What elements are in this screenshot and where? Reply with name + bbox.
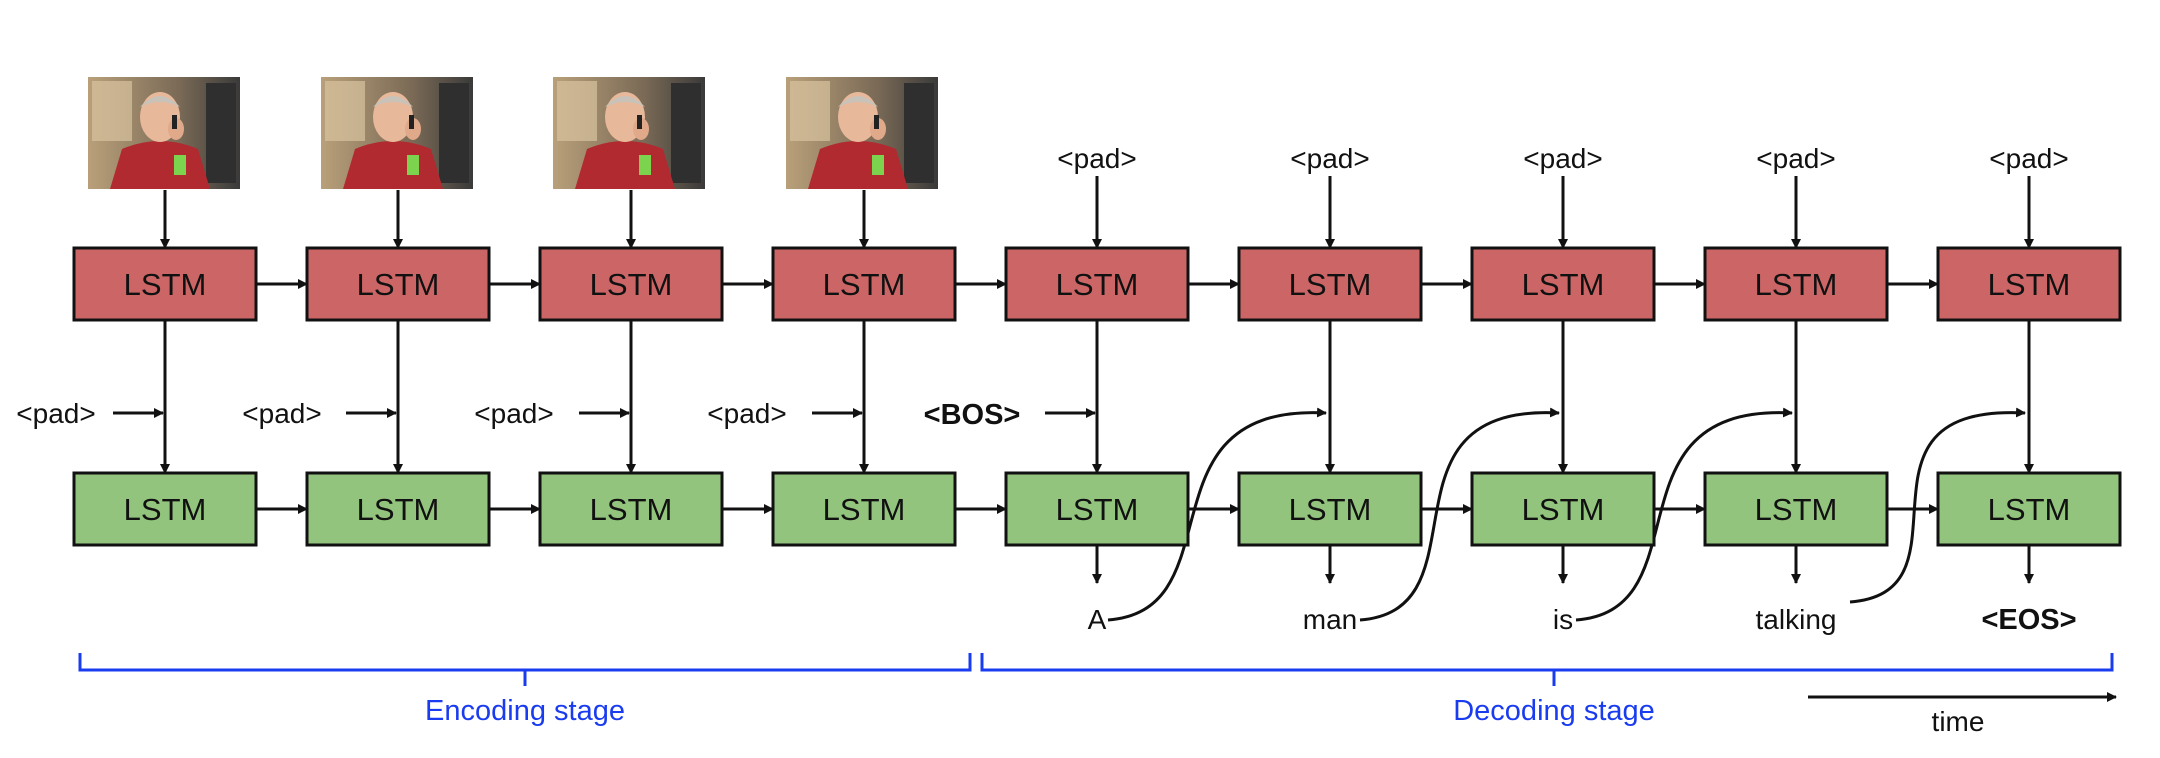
top-lstm-6: LSTM xyxy=(1237,246,1423,322)
top-lstm-4: LSTM xyxy=(771,246,957,322)
bottom-lstm-8: LSTM xyxy=(1703,471,1889,547)
top-lstm-5: LSTM xyxy=(1004,246,1190,322)
bottom-lstm-1: LSTM xyxy=(72,471,258,547)
top-lstm-2: LSTM xyxy=(305,246,491,322)
bottom-lstm-4: LSTM xyxy=(771,471,957,547)
video-frame-3 xyxy=(553,77,705,189)
video-frame-4 xyxy=(786,77,938,189)
top-input-label: <pad> xyxy=(1756,143,1835,174)
top-lstm-3: LSTM xyxy=(538,246,724,322)
lstm-label: LSTM xyxy=(1522,267,1605,302)
video-frame-2 xyxy=(321,77,473,189)
encoding-stage-bracket xyxy=(78,653,972,686)
lstm-label: LSTM xyxy=(1522,492,1605,527)
top-input-label: <pad> xyxy=(1290,143,1369,174)
top-input-label: <pad> xyxy=(1523,143,1602,174)
output-word: A xyxy=(1088,604,1107,635)
lstm-label: LSTM xyxy=(124,267,207,302)
lstm-label: LSTM xyxy=(823,492,906,527)
lstm-label: LSTM xyxy=(1289,492,1372,527)
lstm-label: LSTM xyxy=(590,492,673,527)
output-word: <EOS> xyxy=(1981,604,2076,636)
lstm-label: LSTM xyxy=(1056,267,1139,302)
lstm-label: LSTM xyxy=(1056,492,1139,527)
bottom-lstm-5: LSTM xyxy=(1004,471,1190,547)
bottom-lstm-7: LSTM xyxy=(1470,471,1656,547)
top-lstm-1: LSTM xyxy=(72,246,258,322)
mid-input-label: <pad> xyxy=(474,398,553,429)
top-input-label: <pad> xyxy=(1989,143,2068,174)
output-word: talking xyxy=(1756,604,1837,635)
video-frame-1 xyxy=(88,77,240,189)
lstm-label: LSTM xyxy=(1988,492,2071,527)
top-lstm-9: LSTM xyxy=(1936,246,2122,322)
bottom-lstm-9: LSTM xyxy=(1936,471,2122,547)
bos-label: <BOS> xyxy=(924,399,1021,431)
output-word: is xyxy=(1553,604,1573,635)
decoding-stage-label: Decoding stage xyxy=(1453,695,1655,727)
feedback-arrow xyxy=(1359,407,1560,622)
bottom-lstm-3: LSTM xyxy=(538,471,724,547)
lstm-label: LSTM xyxy=(1988,267,2071,302)
top-input-label: <pad> xyxy=(1057,143,1136,174)
output-word: man xyxy=(1303,604,1357,635)
bottom-lstm-row: LSTM LSTM LSTM LSTM LSTM LSTM LSTM LSTM LSTM xyxy=(72,471,2122,547)
lstm-label: LSTM xyxy=(357,267,440,302)
decoding-stage-bracket xyxy=(980,653,2114,686)
mid-input-labels: <pad> <pad> <pad> <pad> <BOS> xyxy=(16,398,1020,431)
lstm-label: LSTM xyxy=(357,492,440,527)
lstm-label: LSTM xyxy=(1755,492,1838,527)
feedback-arrow xyxy=(1849,407,2026,604)
connection-arrows xyxy=(113,176,2034,622)
bottom-lstm-6: LSTM xyxy=(1237,471,1423,547)
lstm-label: LSTM xyxy=(1755,267,1838,302)
time-label: time xyxy=(1932,706,1985,737)
mid-input-label: <pad> xyxy=(707,398,786,429)
mid-input-label: <pad> xyxy=(16,398,95,429)
top-lstm-7: LSTM xyxy=(1470,246,1656,322)
lstm-label: LSTM xyxy=(590,267,673,302)
lstm-label: LSTM xyxy=(1289,267,1372,302)
lstm-label: LSTM xyxy=(823,267,906,302)
encoding-stage-label: Encoding stage xyxy=(425,695,625,727)
top-input-labels: <pad> <pad> <pad> <pad> <pad> xyxy=(1057,143,2068,174)
mid-input-label: <pad> xyxy=(242,398,321,429)
feedback-arrow xyxy=(1575,407,1793,622)
lstm-label: LSTM xyxy=(124,492,207,527)
video-frames xyxy=(88,77,938,189)
bottom-lstm-2: LSTM xyxy=(305,471,491,547)
feedback-arrow xyxy=(1107,407,1327,622)
top-lstm-row: LSTM LSTM LSTM LSTM LSTM LSTM LSTM LSTM LSTM xyxy=(72,246,2122,322)
top-lstm-8: LSTM xyxy=(1703,246,1889,322)
